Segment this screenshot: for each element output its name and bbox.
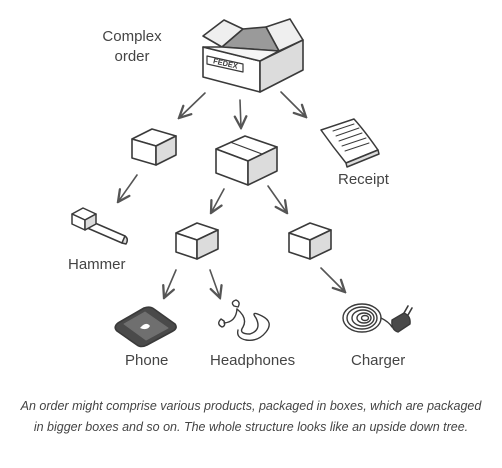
small-box-icon <box>131 128 177 166</box>
arrow-root-to-receipt <box>280 91 306 117</box>
arrow-small-box-to-hammer <box>118 174 138 202</box>
arrow-box-a-to-headphones <box>209 269 220 298</box>
receipt-label: Receipt <box>338 171 389 188</box>
arrow-root-to-small-box <box>179 92 206 118</box>
hammer-icon <box>71 207 129 245</box>
arrow-big-box-to-box-a <box>211 188 225 213</box>
phone-icon <box>114 306 177 348</box>
arrow-box-a-to-phone <box>164 269 177 298</box>
big-box-icon <box>215 135 278 186</box>
hammer-label: Hammer <box>68 256 126 273</box>
headphones-label: Headphones <box>210 352 296 369</box>
charger-icon <box>342 303 413 333</box>
complex-order-label-line1: Complex <box>102 28 162 45</box>
arrow-box-b-to-charger <box>320 267 345 292</box>
root-box-icon: FEDEX <box>202 18 304 93</box>
phone-label: Phone <box>125 352 169 369</box>
arrows <box>118 91 345 298</box>
figure-caption: An order might comprise various products… <box>20 399 482 434</box>
box-b-icon <box>288 222 332 260</box>
box-a-icon <box>175 222 219 260</box>
complex-order-label-line2: order <box>114 48 150 65</box>
headphones-icon <box>218 299 270 342</box>
arrow-root-to-big-box <box>240 99 241 128</box>
receipt-icon <box>320 118 380 168</box>
arrow-big-box-to-box-b <box>267 185 287 213</box>
complex-order-label: Complex order <box>92 27 172 67</box>
charger-label: Charger <box>351 352 406 369</box>
